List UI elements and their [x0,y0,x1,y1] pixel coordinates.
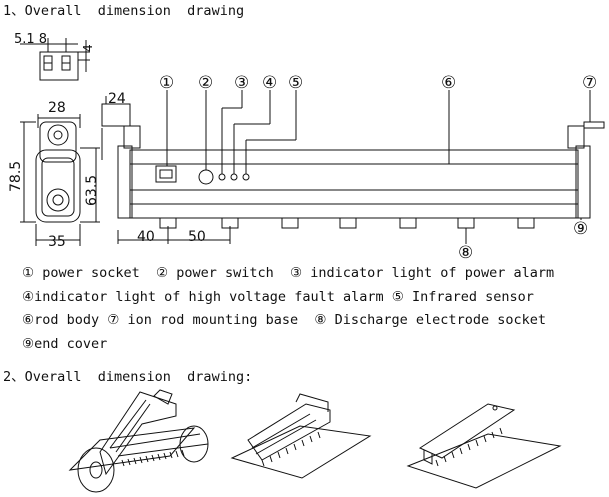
legend-line-2: ④indicator light of high voltage fault a… [22,289,534,305]
section-1-heading: 1、Overall dimension drawing [3,3,245,19]
callout-1: ① [159,73,174,93]
callout-9: ⑨ [573,219,588,239]
dim-offset-50: 50 [188,229,206,245]
dim-top-width: 5.1 8 [14,32,47,47]
installation-on-flat [230,393,372,479]
dim-width-28: 28 [48,100,66,116]
callout-4: ④ [262,73,277,93]
dim-height-63-5: 63.5 [84,175,100,206]
legend-line-1: ① power socket ② power switch ③ indicato… [22,265,555,281]
callout-2: ② [198,73,213,93]
callout-7: ⑦ [582,73,597,93]
top-view-small [20,38,90,81]
legend-line-3: ⑥rod body ⑦ ion rod mounting base ⑧ Disc… [22,312,546,328]
dim-offset-24: 24 [108,91,126,107]
dim-height-78-5: 78.5 [8,161,24,192]
callout-3: ③ [234,73,249,93]
dim-top-height: 4 [81,44,95,52]
dim-width-35: 35 [48,234,66,250]
dim-offset-40: 40 [137,229,155,245]
side-profile-view [20,114,100,246]
legend-line-4: ⑨end cover [22,336,108,352]
callout-6: ⑥ [441,73,456,93]
callout-8: ⑧ [458,243,473,260]
dimension-drawing: 5.1 8 4 28 78.5 63.5 35 24 40 50 ① ② ③ ④… [8,32,605,260]
installation-under-panel [406,403,562,489]
main-rod-elevation [101,96,605,244]
installation-on-roller [68,389,209,493]
callout-5: ⑤ [288,73,303,93]
callout-leaders [166,90,591,244]
section-2-heading: 2、Overall dimension drawing: [3,369,253,385]
